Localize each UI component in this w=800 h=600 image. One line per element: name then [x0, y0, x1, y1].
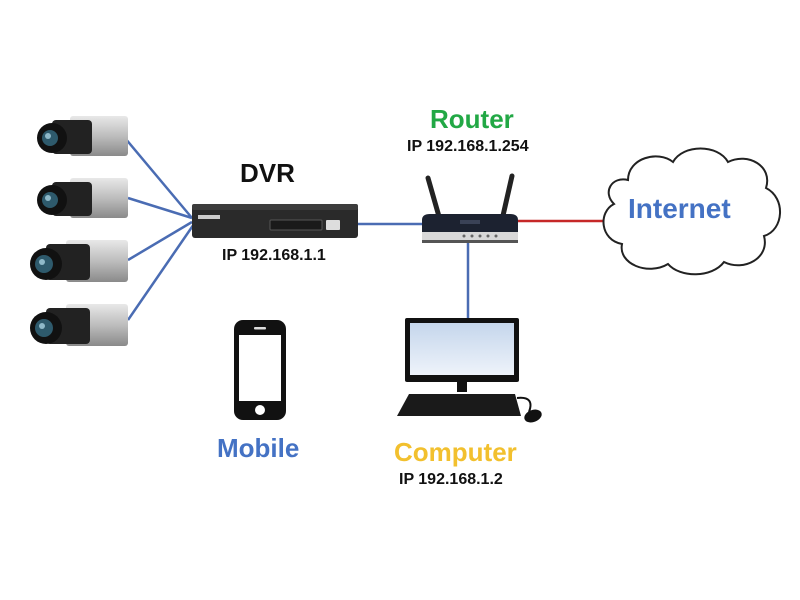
dvr-device-icon — [192, 204, 358, 238]
mobile-phone-icon — [234, 320, 286, 420]
link-camera-2-dvr — [127, 196, 193, 220]
cameras-group — [30, 116, 128, 346]
internet-cloud-icon — [602, 147, 781, 276]
link-camera-3-dvr — [127, 220, 193, 262]
camera-icon — [37, 178, 128, 218]
keyboard-icon — [397, 394, 521, 416]
link-camera-4-dvr — [126, 223, 196, 321]
camera-icon — [30, 240, 128, 282]
mobile-title: Mobile — [217, 433, 300, 463]
mouse-icon — [524, 409, 542, 423]
router-device-icon — [422, 173, 518, 243]
computer-icon — [397, 318, 542, 423]
dvr-ip-label: IP 192.168.1.1 — [222, 247, 326, 264]
computer-ip-label: IP 192.168.1.2 — [399, 471, 503, 488]
router-ip-label: IP 192.168.1.254 — [407, 138, 529, 155]
camera-icon — [37, 116, 128, 156]
computer-title: Computer — [394, 437, 517, 467]
dvr-title: DVR — [240, 158, 295, 188]
camera-icon — [30, 304, 128, 346]
link-camera-1-dvr — [124, 137, 193, 219]
internet-title: Internet — [628, 193, 731, 224]
router-title: Router — [430, 104, 514, 134]
